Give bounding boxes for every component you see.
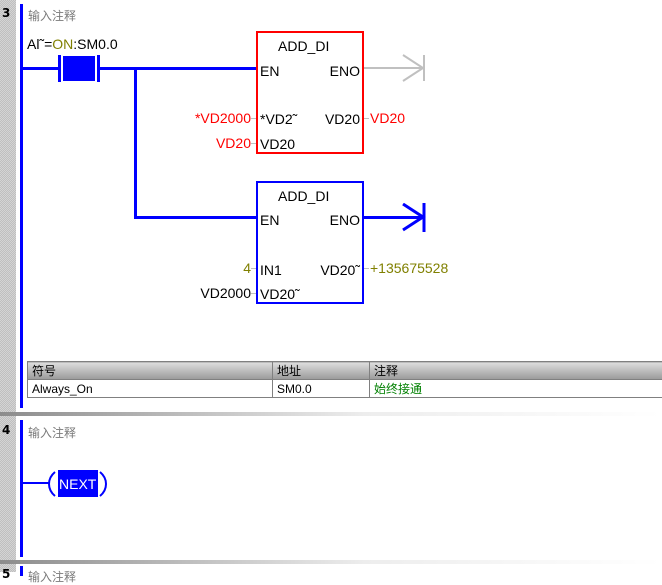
comment-cell: 始终接通 [370,380,662,398]
in1-pin: IN1 [260,262,282,278]
rung-wire [22,67,58,70]
network-comment[interactable]: 输入注释 [28,568,76,585]
in1-operand[interactable]: *VD2000 [195,110,251,126]
network-comment[interactable]: 输入注释 [28,424,76,441]
in1-pin: *VD2˜ [260,111,297,127]
contact-label: Al˜=ON:SM0.0 [27,36,118,52]
add-di-block-1[interactable]: ADD_DI EN ENO *VD2˜ VD20 VD20 [256,31,364,154]
power-rail [20,420,23,557]
table-row: Always_On SM0.0 始终接通 [28,380,662,398]
column-header-symbol: 符号 [28,362,273,380]
in1-operand[interactable]: 4 [243,260,251,276]
network-number: 4 [2,423,10,437]
rung-wire [22,482,50,484]
network-separator [0,412,662,416]
contact-symbol: Al˜= [27,36,52,52]
in1-stub [251,118,256,119]
network-separator [0,560,662,564]
eno-pin: ENO [330,212,360,228]
address-cell: SM0.0 [273,380,370,398]
power-rail [20,4,23,408]
out-pin: VD20˜ [320,262,360,278]
network-number: 3 [2,6,10,20]
in2-operand[interactable]: VD2000 [200,285,251,301]
column-header-comment: 注释 [370,362,662,380]
in2-stub [251,143,256,144]
block-title: ADD_DI [278,188,329,204]
out-stub [364,268,369,269]
in2-pin: VD20 [260,136,295,152]
in2-stub [251,293,256,294]
en-pin: EN [260,63,279,79]
en-pin: EN [260,212,279,228]
branch-wire [134,67,137,219]
network-gutter [0,0,16,572]
contact-state: ON [52,36,73,52]
contact-address: :SM0.0 [73,36,117,52]
symbol-table: 符号 地址 注释 Always_On SM0.0 始终接通 [27,361,662,398]
network-comment[interactable]: 输入注释 [28,7,76,24]
eno-pin: ENO [330,63,360,79]
symbol-cell: Always_On [28,380,273,398]
output-arrow-icon [400,203,430,233]
in2-operand[interactable]: VD20 [216,135,251,151]
block-title: ADD_DI [278,38,329,54]
coil-label: NEXT [59,476,96,492]
column-header-address: 地址 [273,362,370,380]
in2-pin: VD20˜ [260,286,300,302]
output-arrow-icon [400,54,430,82]
add-di-block-2[interactable]: ADD_DI EN ENO IN1 VD20˜ VD20˜ [256,181,364,304]
out-value[interactable]: +135675528 [370,260,448,276]
contact-power-fill [63,56,95,81]
contact-left-bar [58,55,61,82]
rung-wire-to-block1 [100,67,257,70]
power-rail [20,566,23,576]
out-operand[interactable]: VD20 [370,110,405,126]
out-pin: VD20 [325,111,360,127]
network-number: 5 [2,567,10,581]
out-stub [364,118,369,119]
rung-wire-to-block2 [134,216,257,219]
in1-stub [251,268,256,269]
